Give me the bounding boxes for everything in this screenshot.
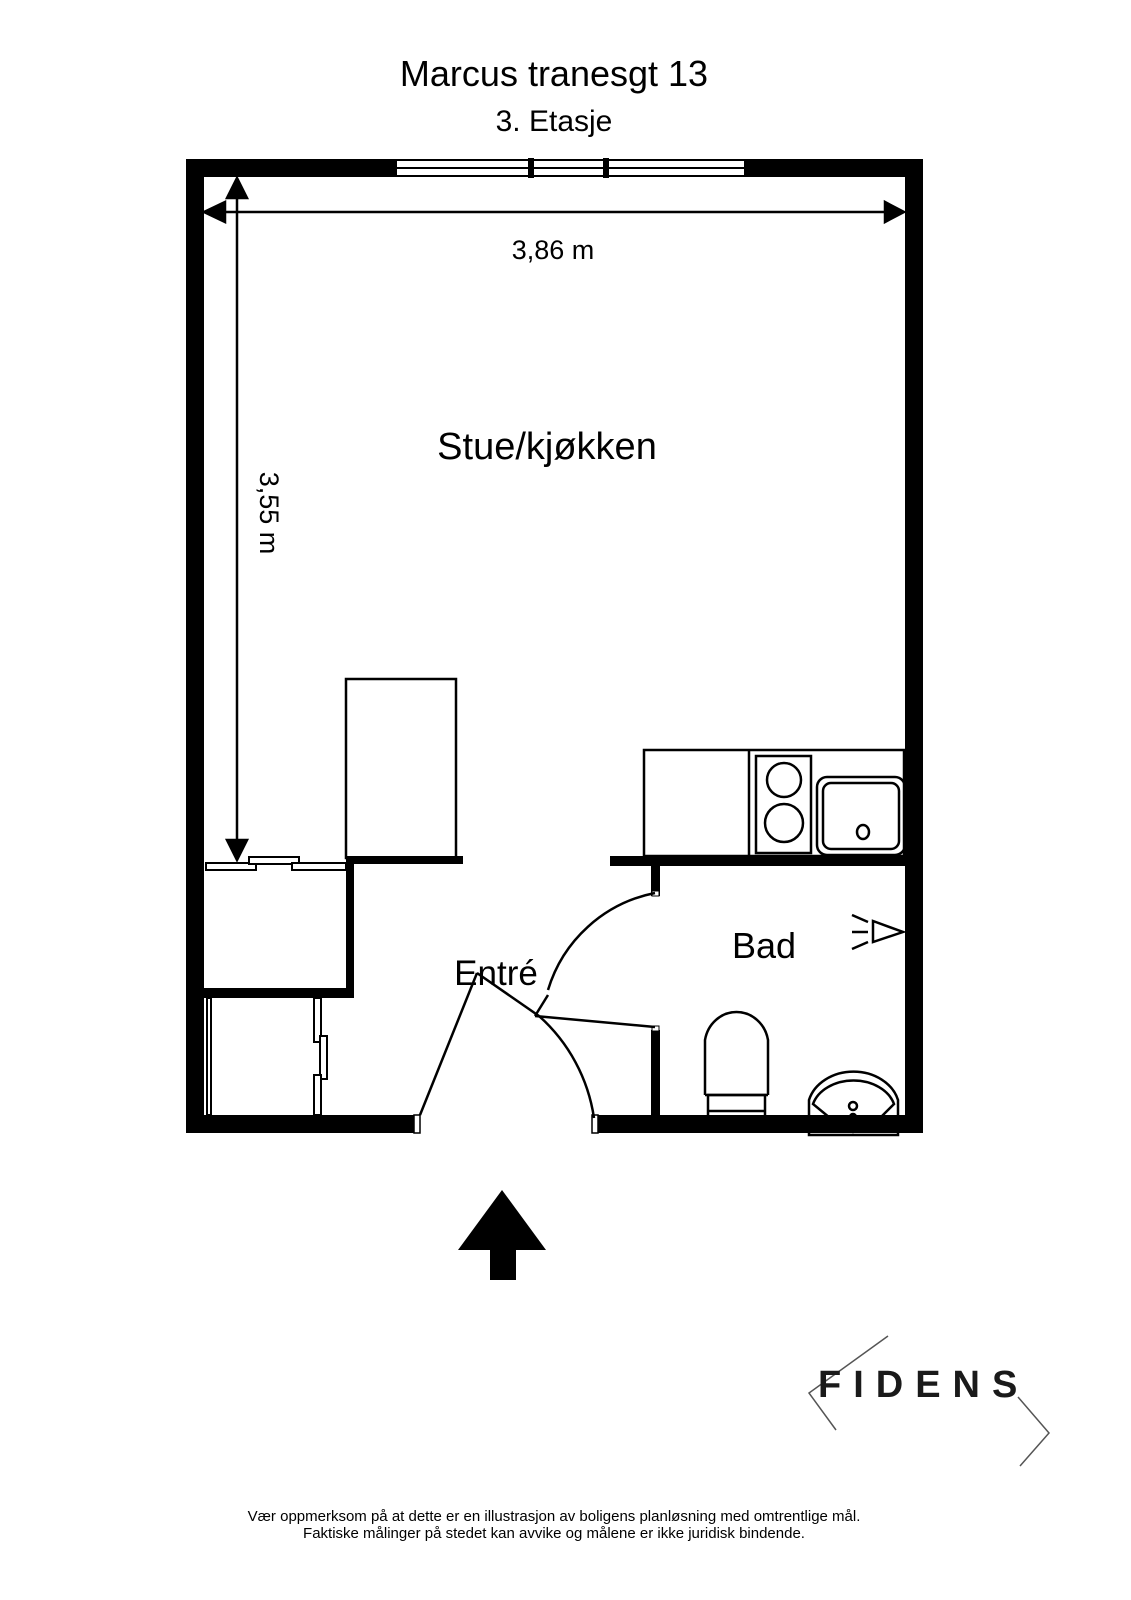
dimension-width (201, 199, 907, 225)
shower-head-icon (851, 913, 907, 951)
bathroom-door (533, 890, 660, 1032)
brand-logo: FIDENS (818, 1364, 1030, 1406)
room-label-bathroom: Bad (732, 925, 796, 966)
floor-label: 3. Etasje (495, 105, 613, 138)
up-arrow-icon (458, 1190, 546, 1280)
toilet (703, 1010, 770, 1132)
outer-walls (186, 159, 923, 1133)
room-label-living-kitchen: Stue/kjøkken (437, 426, 657, 468)
disclaimer-line-1: Vær oppmerksom på at dette er en illustr… (247, 1508, 861, 1525)
kitchen-sink (815, 775, 907, 857)
wardrobe-upper (205, 856, 347, 871)
wardrobe-lower (206, 997, 328, 1116)
stove-two-burners (754, 754, 813, 855)
interior-walls (204, 856, 905, 1120)
refrigerator (344, 677, 458, 860)
plan-title: Marcus tranesgt 13 (399, 53, 709, 94)
depth-label: 3,55 m (254, 472, 284, 555)
logo-bracket-icon (807, 1335, 1050, 1467)
bathroom-sink (807, 1070, 900, 1137)
dimension-depth (224, 175, 250, 863)
entrance-door (413, 971, 599, 1134)
width-label: 3,86 m (512, 235, 595, 265)
disclaimer-line-2: Faktiske målinger på stedet kan avvike o… (303, 1525, 805, 1542)
window-top (395, 158, 746, 178)
disclaimer: Vær oppmerksom på at dette er en illustr… (0, 1508, 1108, 1542)
